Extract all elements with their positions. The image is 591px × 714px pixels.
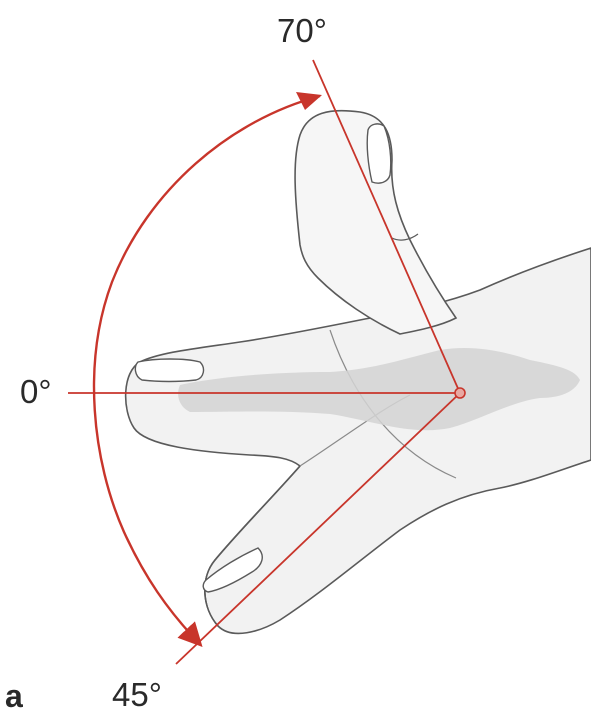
angle-label-45: 45°	[112, 678, 162, 711]
thumbnail-neutral	[135, 359, 203, 382]
angle-label-0: 0°	[20, 375, 52, 408]
panel-label: a	[5, 680, 23, 712]
angle-label-70: 70°	[277, 14, 327, 47]
pivot-point	[455, 388, 465, 398]
